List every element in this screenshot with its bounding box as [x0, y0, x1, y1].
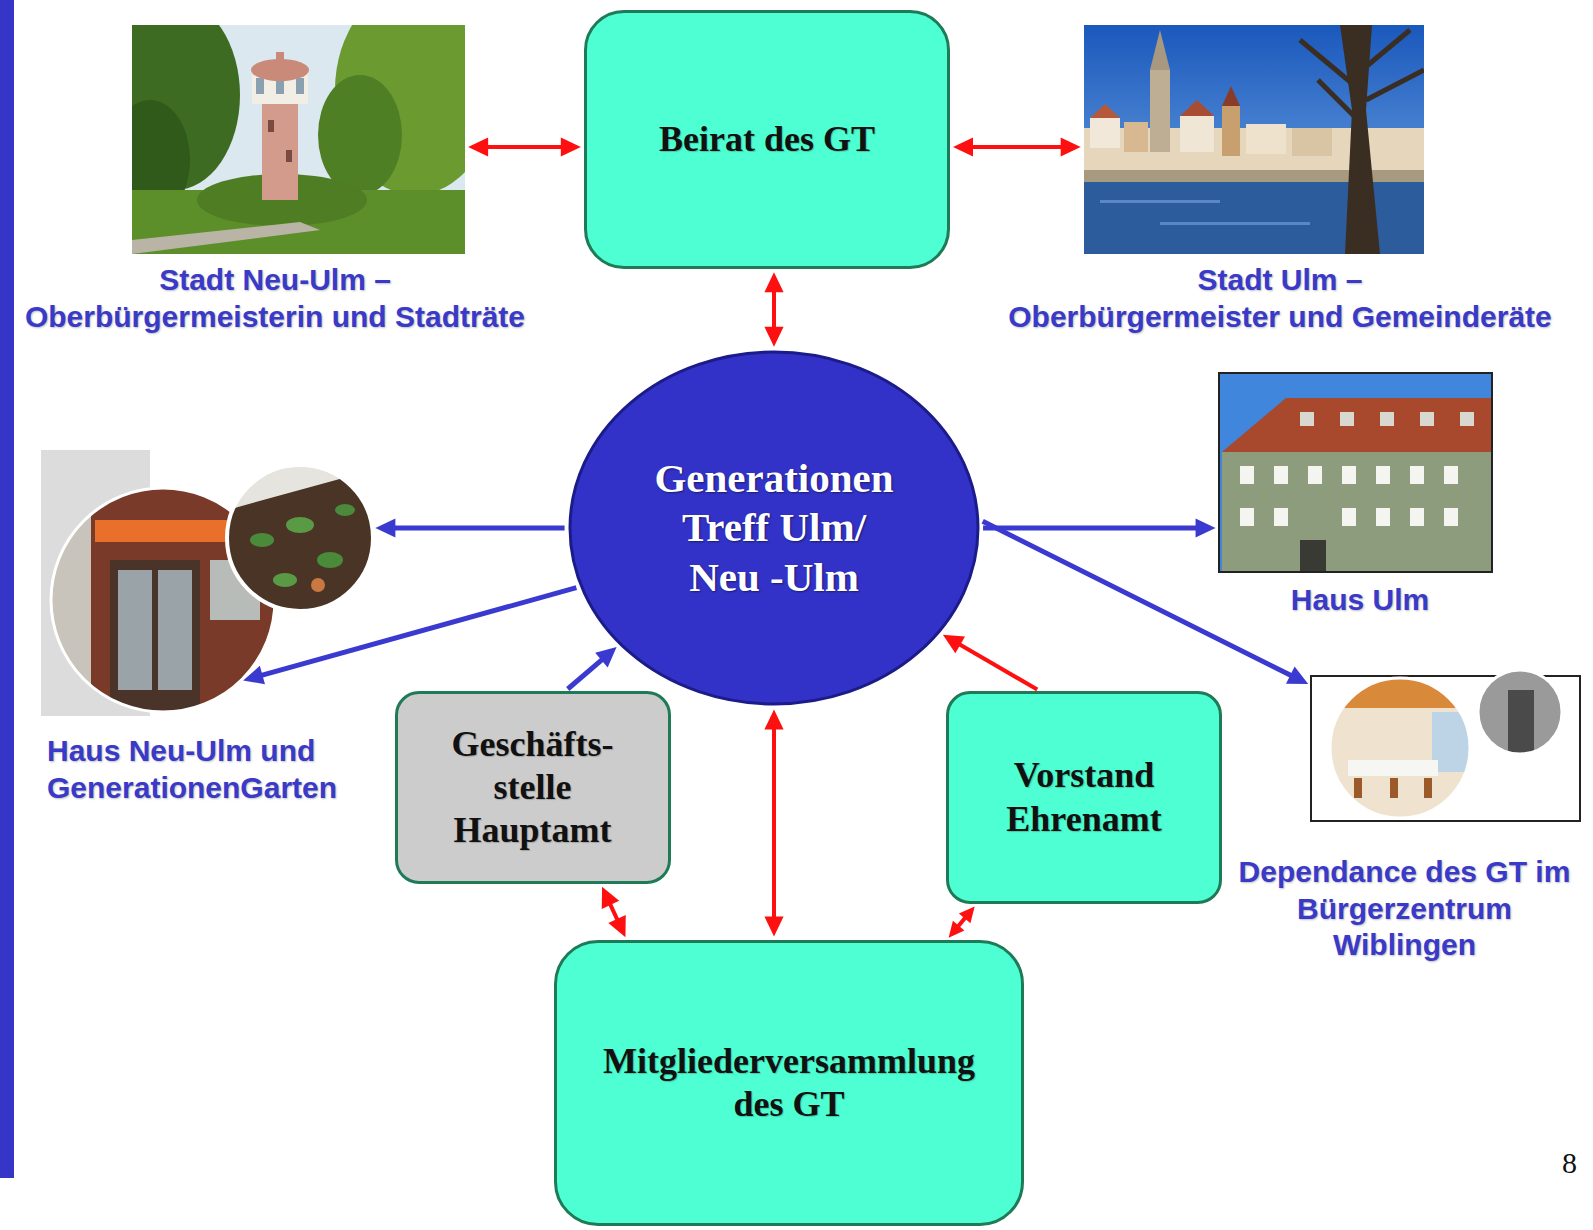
arrow-head: [949, 921, 965, 938]
photo-ulm: [1084, 25, 1424, 254]
center-ellipse: Generationen Treff Ulm/ Neu -Ulm: [568, 350, 980, 706]
connector-line: [971, 145, 1063, 149]
ellipse-outline: [570, 352, 978, 704]
caption-text: Haus Ulm: [1230, 582, 1490, 619]
arrow-head: [1196, 518, 1216, 537]
arrow-head: [764, 272, 783, 292]
photo-neu-ulm: [132, 25, 465, 254]
caption: Stadt Neu-Ulm –Oberbürgermeisterin und S…: [10, 262, 540, 335]
box-label: Mitgliederversammlung des GT: [589, 1040, 989, 1126]
photo-garden: [227, 465, 373, 611]
arrow-head: [602, 887, 619, 909]
caption-text: Stadt Ulm –: [990, 262, 1570, 299]
connector-line: [393, 526, 564, 531]
text-wrap: Geschäfts- stelle Hauptamt: [423, 723, 643, 853]
connector-line: [486, 145, 563, 149]
connector: [468, 137, 581, 156]
city-photo: Stadt Ulm –Oberbürgermeister und Gemeind…: [1084, 25, 1424, 254]
box-label: Beirat des GT: [659, 118, 875, 161]
caption-text: Dependance des GT im Bürgerzentrum Wibli…: [1232, 854, 1577, 964]
arrow-head: [468, 137, 488, 156]
connector: [602, 887, 626, 937]
arrow-head: [959, 906, 975, 923]
arrow-head: [764, 709, 783, 729]
caption: Haus Neu-Ulm und GenerationenGarten: [47, 733, 367, 806]
arrow-head: [595, 647, 616, 667]
advisory-box: Beirat des GT: [584, 10, 950, 269]
arrow-head: [1061, 137, 1081, 156]
box-label: Geschäfts- stelle Hauptamt: [423, 723, 643, 853]
photo-dependance: [1330, 678, 1470, 818]
caption-text: Haus Neu-Ulm und GenerationenGarten: [47, 733, 367, 806]
box-label: Vorstand Ehrenamt: [974, 754, 1194, 840]
arrow-head: [561, 137, 581, 156]
photo-entrance: [1478, 670, 1562, 754]
arrow-head: [375, 518, 395, 537]
arrow-head: [943, 635, 965, 653]
connector-line: [958, 644, 1037, 690]
house-photo: Haus Neu-Ulm und GenerationenGarten: [41, 450, 374, 716]
connector: [243, 588, 576, 685]
arrow-head: [1286, 667, 1308, 685]
office-box: Geschäfts- stelle Hauptamt: [395, 691, 671, 884]
arrow-head: [243, 666, 265, 684]
house-photo: Haus Ulm: [1219, 373, 1492, 572]
connector: [943, 635, 1037, 690]
connector-line: [983, 526, 1198, 531]
text-wrap: Mitgliederversammlung des GT: [589, 1040, 989, 1126]
photo-haus-ulm: [1219, 373, 1492, 572]
side-bar: [0, 0, 14, 1178]
connector: [764, 709, 783, 936]
connector: [983, 521, 1309, 684]
connector-line: [568, 659, 603, 689]
center-label: Generationen Treff Ulm/ Neu -Ulm: [647, 454, 902, 602]
arrow-head: [953, 137, 973, 156]
arrow-head: [764, 327, 783, 347]
connector-line: [772, 290, 776, 329]
page-number: 8: [1562, 1146, 1577, 1180]
connector: [375, 518, 564, 537]
connector-line: [610, 903, 618, 921]
arrow-head: [608, 915, 625, 937]
assembly-box: Mitgliederversammlung des GT: [554, 940, 1024, 1226]
caption-text: Oberbürgermeisterin und Stadträte: [10, 299, 540, 336]
connector-line: [260, 588, 576, 676]
connector: [983, 518, 1216, 537]
board-box: Vorstand Ehrenamt: [946, 691, 1222, 904]
city-photo: Stadt Neu-Ulm –Oberbürgermeisterin und S…: [132, 25, 465, 254]
branch-photo: Dependance des GT im Bürgerzentrum Wibli…: [1311, 676, 1580, 821]
arrow-head: [764, 917, 783, 937]
caption: Stadt Ulm –Oberbürgermeister und Gemeind…: [990, 262, 1570, 335]
caption-text: Oberbürgermeister und Gemeinderäte: [990, 299, 1570, 336]
connector: [568, 647, 617, 689]
connector: [953, 137, 1081, 156]
connector-line: [957, 917, 966, 927]
caption: Haus Ulm: [1230, 582, 1490, 619]
connector-line: [983, 521, 1292, 676]
caption: Dependance des GT im Bürgerzentrum Wibli…: [1232, 854, 1577, 964]
connector: [949, 906, 975, 937]
connector-line: [772, 727, 776, 918]
text-wrap: Vorstand Ehrenamt: [974, 754, 1194, 840]
caption-text: Stadt Neu-Ulm –: [10, 262, 540, 299]
text-wrap: Beirat des GT: [659, 118, 875, 161]
text-wrap: Generationen Treff Ulm/ Neu -Ulm: [647, 454, 902, 602]
connector: [764, 272, 783, 347]
